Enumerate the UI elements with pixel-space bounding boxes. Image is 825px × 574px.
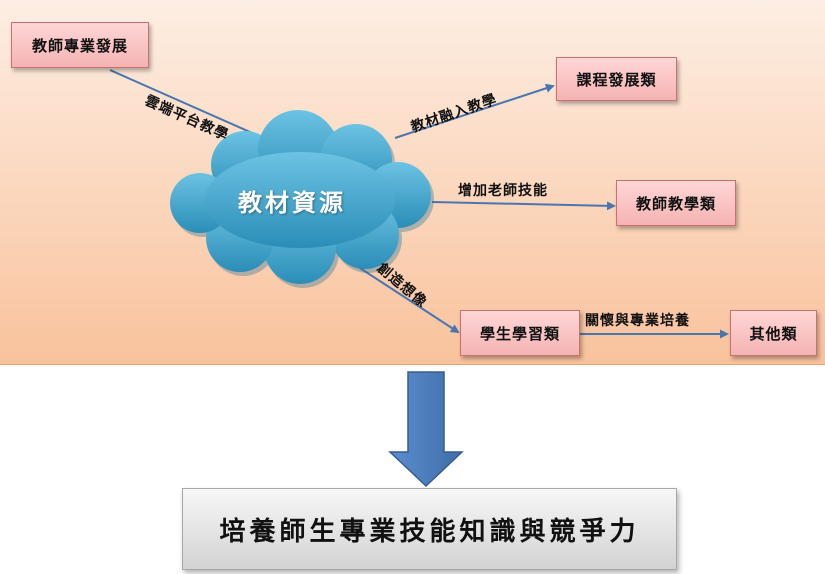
node-teacher-teach: 教師教學類 — [616, 180, 736, 226]
source-node-label: 教材資源 — [238, 189, 346, 217]
edge-teacher-dev-to-cloud — [109, 69, 270, 142]
edge-label-add-skill: 增加老師技能 — [458, 183, 548, 199]
node-student-learn: 學生學習類 — [460, 310, 580, 356]
result-box: 培養師生專業技能知識與競爭力 — [182, 488, 677, 570]
edge-cloud-to-course-dev — [394, 83, 555, 139]
cloud-shape — [170, 110, 434, 288]
block-arrow-down — [388, 371, 464, 488]
edge-cloud-to-teacher-teach — [431, 201, 616, 211]
node-other: 其他類 — [730, 310, 817, 356]
node-teacher-dev: 教師專業發展 — [11, 22, 149, 68]
edge-label-care: 關懷與專業培養 — [585, 313, 690, 329]
node-course-dev: 課程發展類 — [556, 57, 677, 101]
